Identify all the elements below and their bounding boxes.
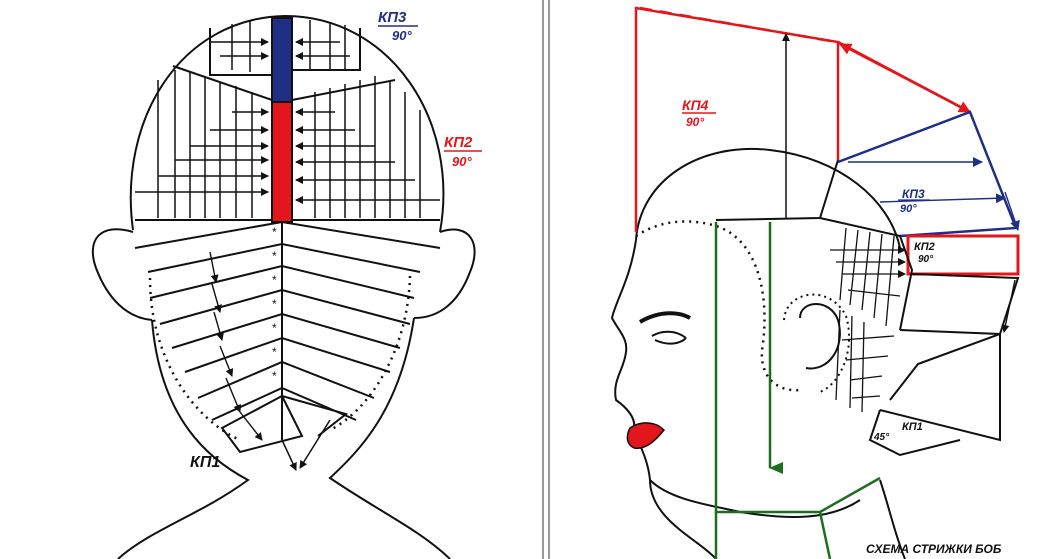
kp2-side-angle: 90° (918, 254, 934, 265)
kp3-box (837, 110, 1018, 238)
svg-text:*: * (272, 273, 277, 287)
panel-divider (542, 0, 550, 559)
kp2-label: КП2 (444, 134, 473, 151)
kp2-side-label: КП2 (914, 241, 935, 253)
svg-text:*: * (272, 249, 277, 263)
svg-text:*: * (272, 345, 277, 359)
kp4-label: КП4 (682, 97, 709, 113)
svg-text:*: * (272, 297, 277, 311)
caption: СХЕМА СТРИЖКИ БОБ (866, 542, 1002, 556)
green-guide (714, 222, 881, 514)
head-profile (635, 148, 901, 249)
angle45-label: 45° (873, 432, 890, 443)
kp1-label: КП1 (190, 454, 220, 471)
svg-text:*: * (272, 321, 277, 335)
eyebrow (638, 311, 692, 324)
svg-text:*: * (272, 225, 277, 239)
lips (626, 422, 666, 449)
svg-text:*: * (272, 369, 277, 383)
kp3-side-label: КП3 (902, 187, 925, 201)
left-labels: КП3 90° КП2 90° КП1 (190, 9, 482, 471)
back-head-diagram: * * * * * * * (91, 14, 476, 559)
kp3-angle: 90° (392, 28, 412, 43)
kp4-angle: 90° (686, 115, 704, 129)
center-strip-blue (271, 17, 293, 103)
side-head-diagram (610, 6, 1020, 559)
front-hairline (635, 220, 801, 392)
kp2-box (906, 234, 1020, 276)
kp3-label: КП3 (378, 9, 407, 26)
center-strip-red (271, 101, 293, 223)
neck-back (879, 479, 906, 559)
kp4-frame (634, 6, 840, 232)
right-labels: КП4 90° КП3 90° КП2 90° КП1 45° СХЕМА СТ… (682, 97, 1002, 556)
neck-left (117, 319, 250, 559)
neck-right (328, 317, 451, 559)
kp1-side-label: КП1 (902, 421, 923, 433)
hairline-dotted (148, 275, 412, 442)
face-profile (610, 239, 861, 518)
kp2-angle: 90° (452, 154, 472, 169)
left-ear (91, 228, 153, 321)
head-outline (129, 14, 445, 233)
kp3-side-angle: 90° (900, 203, 917, 215)
right-ear (413, 228, 476, 319)
eye (651, 330, 687, 345)
ear (799, 303, 841, 370)
jaw (649, 479, 717, 559)
